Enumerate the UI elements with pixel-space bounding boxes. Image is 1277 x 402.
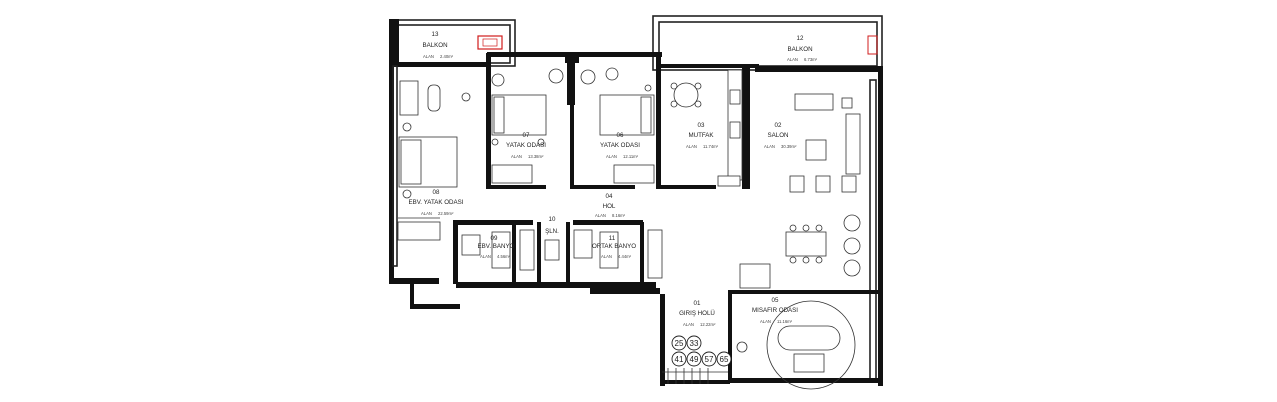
area-value: 12.22m² [700, 322, 716, 327]
level-marker: 33 [686, 335, 702, 351]
room-name: MISAFIR ODASI [752, 307, 798, 314]
area-label: ALAN [423, 54, 434, 59]
room-number: 04 [606, 193, 613, 200]
room-name: HOL [603, 203, 616, 210]
area-label: ALAN [787, 57, 798, 62]
area-label: ALAN [511, 154, 522, 159]
svg-text:65: 65 [720, 355, 729, 364]
room-label-03: 03 MUTFAK ALAN 11.74m² [686, 122, 719, 149]
room-label-06: 06 YATAK ODASI ALAN 12.11m² [600, 132, 640, 159]
area-label: ALAN [686, 144, 697, 149]
area-label: ALAN [760, 319, 771, 324]
room-label-07: 07 YATAK ODASI ALAN 13.38m² [506, 132, 546, 159]
area-label: ALAN [606, 154, 617, 159]
area-value: 4.44m² [618, 254, 632, 259]
level-marker: 57 [701, 351, 717, 367]
area-value: 22.59m² [438, 211, 454, 216]
furniture [397, 67, 861, 390]
room-label-10: 10 ŞLN. [545, 216, 559, 235]
room-number: 12 [797, 35, 804, 42]
area-value: 30.39m² [781, 144, 797, 149]
room-label-13: 13 BALKON ALAN 2.40m² [422, 31, 453, 59]
entrance-stairs [662, 368, 728, 384]
room-label-09: 09 EBV. BANYO ALAN 4.56m² [478, 235, 515, 259]
area-label: ALAN [764, 144, 775, 149]
area-label: ALAN [595, 213, 606, 218]
area-value: 4.56m² [497, 254, 511, 259]
room-number: 10 [549, 216, 556, 223]
area-value: 12.11m² [623, 154, 639, 159]
room-number: 11 [609, 235, 616, 242]
interior-walls [453, 53, 878, 382]
level-marker: 25 [671, 335, 687, 351]
room-name: EBV. BANYO [478, 243, 515, 250]
room-number: 01 [694, 300, 701, 307]
room-name: SALON [768, 132, 789, 139]
area-value: 8.16m² [612, 213, 626, 218]
room-number: 06 [617, 132, 624, 139]
svg-text:41: 41 [675, 355, 684, 364]
area-value: 11.16m² [777, 319, 793, 324]
room-label-11: 11 ORTAK BANYO ALAN 4.44m² [592, 235, 636, 259]
balcony-12 [652, 15, 883, 71]
level-marker: 41 [671, 351, 687, 367]
room-number: 08 [433, 189, 440, 196]
level-markers: 25 33 41 49 57 65 [671, 335, 732, 367]
area-value: 11.74m² [703, 144, 719, 149]
room-label-12: 12 BALKON ALAN 6.73m² [787, 35, 818, 62]
room-number: 05 [772, 297, 779, 304]
area-label: ALAN [601, 254, 612, 259]
room-name: YATAK ODASI [600, 142, 640, 149]
area-value: 13.38m² [528, 154, 544, 159]
room-number: 13 [432, 31, 439, 38]
area-label: ALAN [683, 322, 694, 327]
room-name: BALKON [787, 46, 812, 53]
level-marker: 49 [686, 351, 702, 367]
room-name: ORTAK BANYO [592, 243, 636, 250]
room-name: ŞLN. [545, 228, 559, 235]
room-name: MUTFAK [688, 132, 714, 139]
room-number: 07 [523, 132, 530, 139]
room-label-08: 08 EBV. YATAK ODASI ALAN 22.59m² [408, 189, 463, 216]
area-value: 2.40m² [440, 54, 454, 59]
area-label: ALAN [480, 254, 491, 259]
area-label: ALAN [421, 211, 432, 216]
room-name: BALKON [422, 42, 447, 49]
room-number: 03 [698, 122, 705, 129]
area-value: 6.73m² [804, 57, 818, 62]
svg-text:33: 33 [690, 339, 699, 348]
svg-text:57: 57 [705, 355, 714, 364]
level-marker: 65 [716, 351, 732, 367]
svg-text:49: 49 [690, 355, 699, 364]
room-label-02: 02 SALON ALAN 30.39m² [764, 122, 797, 149]
room-name: GIRIŞ HOLÜ [679, 310, 715, 317]
room-label-01: 01 GIRIŞ HOLÜ ALAN 12.22m² [679, 300, 716, 327]
room-label-04: 04 HOL ALAN 8.16m² [595, 193, 626, 218]
room-label-05: 05 MISAFIR ODASI ALAN 11.16m² [752, 297, 798, 324]
room-number: 02 [775, 122, 782, 129]
room-name: EBV. YATAK ODASI [408, 199, 463, 206]
room-name: YATAK ODASI [506, 142, 546, 149]
room-number: 09 [491, 235, 498, 242]
svg-text:25: 25 [675, 339, 684, 348]
